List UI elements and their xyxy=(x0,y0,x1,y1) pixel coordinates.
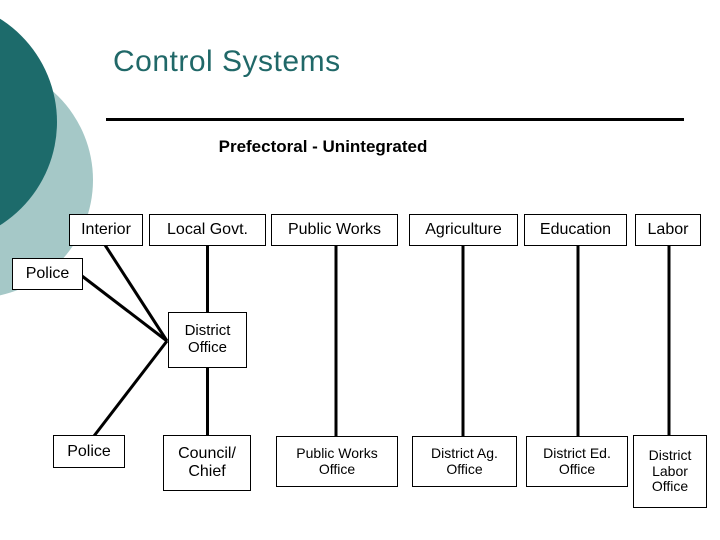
box-police-bottom: Police xyxy=(53,435,125,468)
box-local-govt: Local Govt. xyxy=(149,214,266,246)
box-interior: Interior xyxy=(69,214,143,246)
box-public-works: Public Works xyxy=(271,214,398,246)
title-underline xyxy=(106,118,684,121)
slide-title: Control Systems xyxy=(113,45,341,78)
slide-subtitle: Prefectoral - Unintegrated xyxy=(218,137,428,156)
line-interior-to-junction xyxy=(103,244,169,342)
box-district-ed-office: District Ed. Office xyxy=(526,436,628,487)
box-agriculture: Agriculture xyxy=(409,214,518,246)
box-district-labor-office: District Labor Office xyxy=(633,435,707,508)
box-district-office: District Office xyxy=(168,312,247,368)
box-labor: Labor xyxy=(635,214,701,246)
box-public-works-office: Public Works Office xyxy=(276,436,398,487)
box-council-chief: Council/ Chief xyxy=(163,435,251,491)
line-police-to-junction xyxy=(81,274,168,343)
box-education: Education xyxy=(524,214,627,246)
box-district-ag-office: District Ag. Office xyxy=(412,436,517,487)
box-police-upper: Police xyxy=(12,258,83,290)
line-junction-to-police-bottom xyxy=(92,340,169,437)
